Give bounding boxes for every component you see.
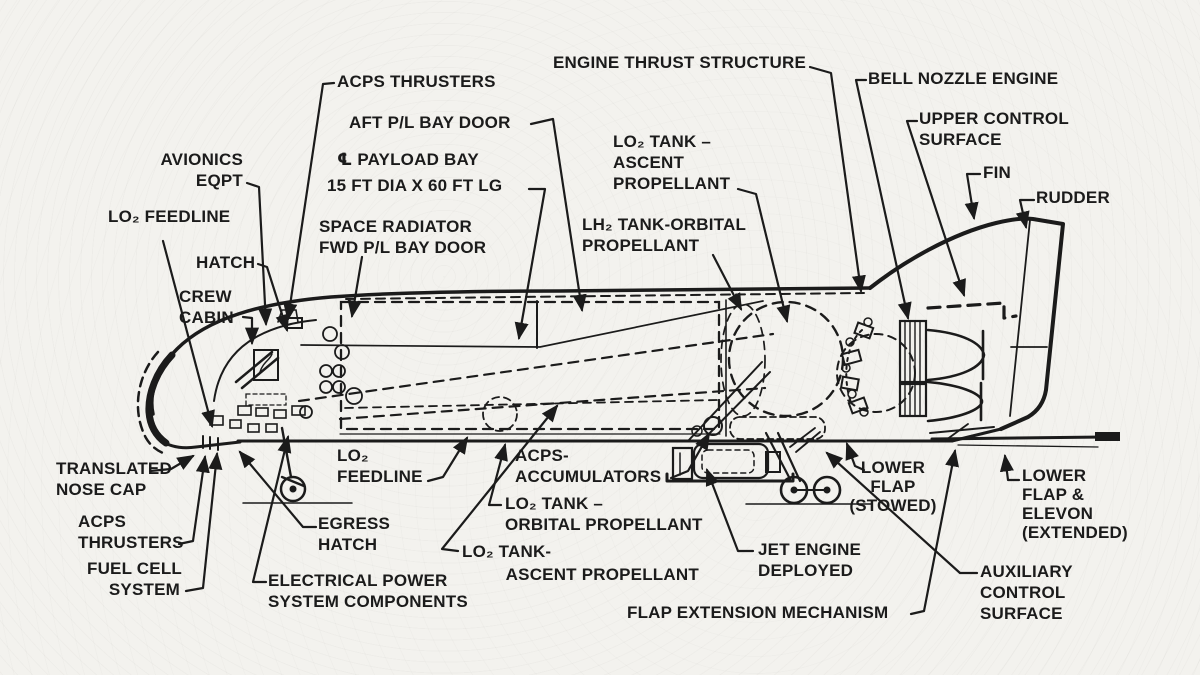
label-flap-extension-mechanism: FLAP EXTENSION MECHANISM	[627, 603, 889, 622]
label-space-radiator-fwd-door: SPACE RADIATOR FWD P/L BAY DOOR	[319, 217, 487, 257]
label-egress-hatch: EGRESS HATCH	[318, 514, 391, 554]
label-aft-pl-bay-door: AFT P/L BAY DOOR	[349, 113, 511, 132]
label-avionics-eqpt: AVIONICS EQPT	[160, 150, 243, 190]
payload-bay-group	[297, 292, 865, 444]
label-lo2-tank-orbital: LO₂ TANK – ORBITAL PROPELLANT	[505, 494, 703, 534]
leader-lines	[148, 65, 1036, 616]
label-payload-bay-dims: 15 FT DIA X 60 FT LG	[327, 176, 503, 195]
bell-nozzle-lower	[926, 380, 984, 423]
label-lower-flap-elevon-extended: LOWER FLAP & ELEVON (EXTENDED)	[1022, 466, 1128, 542]
label-payload-bay-centerline: ℄ PAYLOAD BAY	[337, 150, 479, 169]
label-lh2-tank-orbital: LH₂ TANK-ORBITAL PROPELLANT	[582, 215, 747, 255]
label-fuel-cell-system: FUEL CELL SYSTEM	[87, 559, 182, 599]
landing-gear-group	[242, 426, 873, 505]
label-upper-control-surface: UPPER CONTROL SURFACE	[919, 109, 1069, 149]
label-auxiliary-control-surface: AUXILIARY CONTROL SURFACE	[980, 562, 1073, 623]
label-bell-nozzle-engine: BELL NOZZLE ENGINE	[868, 69, 1059, 88]
jet-engine-stowed	[729, 416, 826, 440]
label-lo2-tank-ascent-top: LO₂ TANK – ASCENT PROPELLANT	[613, 132, 731, 193]
engine-group	[836, 317, 986, 423]
label-acps-thrusters-top: ACPS THRUSTERS	[337, 72, 496, 91]
label-hatch: HATCH	[196, 253, 256, 272]
label-jet-engine-deployed: JET ENGINE DEPLOYED	[758, 540, 862, 580]
label-acps-accumulators: ACPS- ACCUMULATORS	[515, 446, 662, 486]
fuselage-group	[136, 216, 1120, 455]
label-crew-cabin: CREW CABIN	[179, 287, 234, 327]
label-translated-nose-cap: TRANSLATED NOSE CAP	[56, 459, 172, 499]
label-lo2-feedline-left: LO₂ FEEDLINE	[108, 207, 231, 226]
jet-engine-group	[665, 416, 826, 483]
label-fin: FIN	[983, 163, 1011, 182]
lo2-orbital-tank	[482, 396, 518, 432]
nose-cap	[145, 351, 176, 447]
label-rudder: RUDDER	[1036, 188, 1110, 207]
label-acps-thrusters-bottom: ACPS THRUSTERS	[78, 512, 184, 552]
acps-pod-bottom	[202, 435, 219, 451]
label-lower-flap-stowed: LOWER FLAP (STOWED)	[849, 458, 937, 515]
label-lo2-tank-ascent-bottom: LO₂ TANK- ASCENT PROPELLANT	[462, 542, 699, 584]
label-engine-thrust-structure: ENGINE THRUST STRUCTURE	[553, 53, 806, 72]
label-lo2-feedline-bottom: LO₂ FEEDLINE	[337, 446, 423, 486]
acps-accumulator	[703, 416, 723, 436]
bell-nozzle-upper	[926, 328, 986, 382]
label-electrical-power: ELECTRICAL POWER SYSTEM COMPONENTS	[268, 571, 468, 611]
